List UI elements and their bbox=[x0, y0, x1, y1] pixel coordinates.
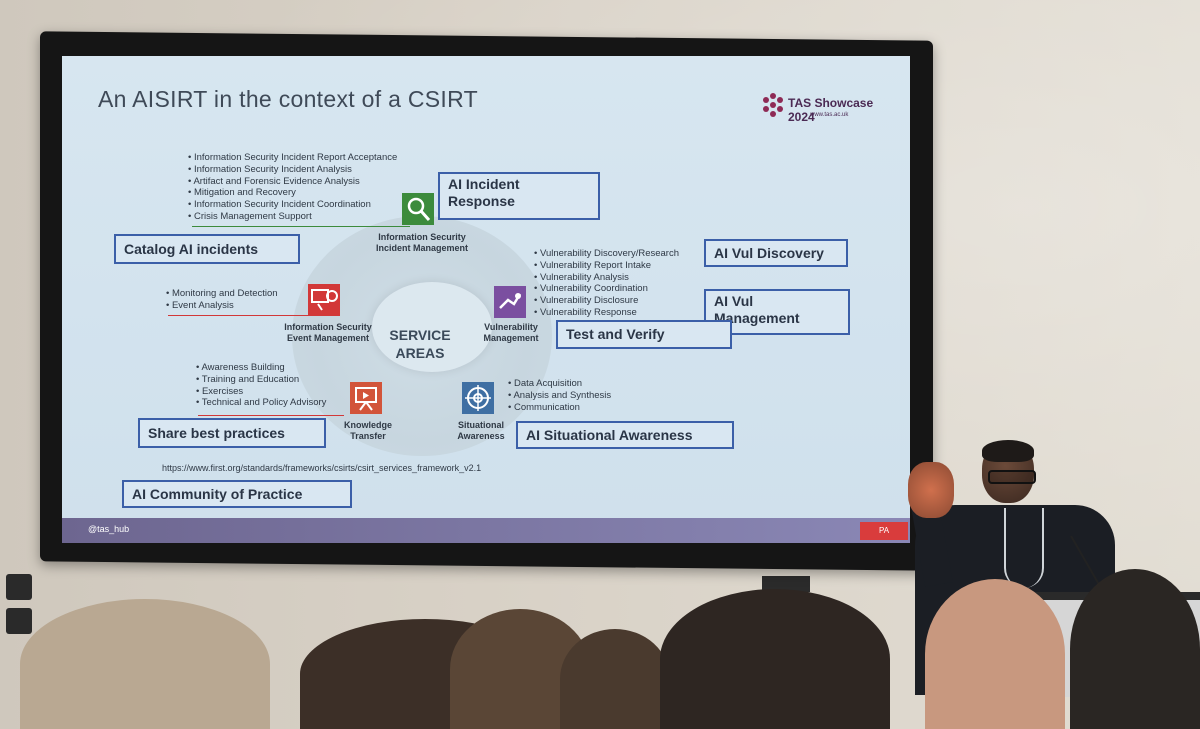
callout-catalog-ai-incidents: Catalog AI incidents bbox=[114, 234, 300, 264]
presentation-slide: An AISIRT in the context of a CSIRT TAS … bbox=[62, 56, 910, 543]
category-line: Information Security bbox=[284, 322, 372, 332]
list-item: Exercises bbox=[196, 386, 326, 398]
wall-socket bbox=[6, 574, 32, 600]
service-areas-label-line: SERVICE bbox=[389, 327, 451, 343]
list-item: Mitigation and Recovery bbox=[188, 187, 397, 199]
audience-head bbox=[660, 589, 890, 729]
category-line: Situational bbox=[457, 420, 504, 430]
audience-head bbox=[925, 579, 1065, 729]
list-item: Analysis and Synthesis bbox=[508, 390, 611, 402]
list-item: Information Security Incident Coordinati… bbox=[188, 199, 397, 211]
list-item: Event Analysis bbox=[166, 300, 278, 312]
incident-underline bbox=[192, 226, 410, 227]
category-line: Event Management bbox=[286, 333, 370, 343]
list-item: Information Security Incident Report Acc… bbox=[188, 152, 397, 164]
event-management-label: Information Security Event Management bbox=[268, 322, 388, 344]
vulnerability-management-list: Vulnerability Discovery/Research Vulnera… bbox=[534, 248, 679, 319]
category-line: Transfer bbox=[350, 431, 386, 441]
presenter-lanyard bbox=[1004, 508, 1044, 588]
callout-share-best-practices: Share best practices bbox=[138, 418, 326, 448]
callout-line: Management bbox=[714, 310, 800, 326]
situational-awareness-list: Data Acquisition Analysis and Synthesis … bbox=[508, 378, 611, 413]
callout-ai-vul-management: AI Vul Management bbox=[704, 289, 850, 335]
knowledge-transfer-list: Awareness Building Training and Educatio… bbox=[196, 362, 326, 409]
slide-footer: @tas_hub PA bbox=[62, 518, 910, 543]
reference-url: https://www.first.org/standards/framewor… bbox=[162, 463, 482, 473]
callout-ai-community-of-practice: AI Community of Practice bbox=[122, 480, 352, 508]
list-item: Technical and Policy Advisory bbox=[196, 397, 327, 409]
logo-text: TAS Showcase 2024 bbox=[788, 96, 874, 124]
presenter-hand bbox=[908, 462, 954, 518]
event-management-list: Monitoring and Detection Event Analysis bbox=[166, 288, 278, 312]
callout-line: Response bbox=[448, 193, 515, 209]
callout-line: AI Incident bbox=[448, 176, 520, 192]
magnifier-icon bbox=[402, 193, 434, 225]
knowledge-underline bbox=[198, 415, 344, 416]
audience-head bbox=[560, 629, 670, 729]
list-item: Vulnerability Coordination bbox=[534, 283, 679, 295]
list-item: Vulnerability Disclosure bbox=[534, 295, 679, 307]
tas-logo: TAS Showcase 2024 www.tas.ac.uk bbox=[760, 90, 890, 126]
list-item: Crisis Management Support bbox=[188, 211, 397, 223]
incident-management-label: Information Security Incident Management bbox=[362, 232, 482, 254]
category-line: Knowledge bbox=[343, 420, 392, 430]
audience-head bbox=[20, 599, 270, 729]
list-item: Vulnerability Analysis bbox=[534, 272, 679, 284]
callout-test-and-verify: Test and Verify bbox=[556, 320, 732, 349]
list-item: Monitoring and Detection bbox=[166, 288, 278, 300]
event-underline bbox=[168, 315, 312, 316]
logo-dots-icon bbox=[763, 93, 783, 117]
callout-ai-vul-discovery: AI Vul Discovery bbox=[704, 239, 848, 267]
monitor-alert-icon bbox=[308, 284, 340, 316]
incident-management-list: Information Security Incident Report Acc… bbox=[188, 152, 397, 223]
knowledge-transfer-label: Knowledge Transfer bbox=[330, 420, 406, 442]
callout-line: AI Vul bbox=[714, 293, 754, 309]
service-areas-label-line: AREAS bbox=[395, 345, 445, 361]
wall-plate bbox=[762, 576, 810, 592]
service-areas-label: SERVICE AREAS bbox=[380, 326, 460, 362]
presenter-hair bbox=[982, 440, 1034, 462]
vulnerability-management-label: Vulnerability Management bbox=[470, 322, 552, 344]
presenter-glasses bbox=[988, 470, 1036, 484]
bug-bird-icon bbox=[494, 286, 526, 318]
list-item: Vulnerability Response bbox=[534, 307, 679, 319]
situational-awareness-label: Situational Awareness bbox=[444, 420, 518, 442]
callout-ai-situational-awareness: AI Situational Awareness bbox=[516, 421, 734, 449]
list-item: Awareness Building bbox=[196, 362, 326, 374]
crosshair-icon bbox=[462, 382, 494, 414]
audience-head bbox=[1070, 569, 1200, 729]
list-item: Vulnerability Report Intake bbox=[534, 260, 679, 272]
list-item: Communication bbox=[508, 402, 611, 414]
logo-url: www.tas.ac.uk bbox=[810, 112, 849, 118]
list-item: Artifact and Forensic Evidence Analysis bbox=[188, 176, 397, 188]
list-item: Information Security Incident Analysis bbox=[188, 164, 397, 176]
list-item: Vulnerability Discovery/Research bbox=[534, 248, 679, 260]
category-line: Awareness bbox=[457, 431, 505, 441]
presentation-board-icon bbox=[350, 382, 382, 414]
list-item: Training and Education bbox=[196, 374, 326, 386]
category-line: Management bbox=[483, 333, 539, 343]
slide-title: An AISIRT in the context of a CSIRT bbox=[98, 86, 478, 112]
callout-ai-incident-response: AI Incident Response bbox=[438, 172, 600, 220]
list-item: Data Acquisition bbox=[508, 378, 611, 390]
wall-socket bbox=[6, 608, 32, 634]
service-areas-center bbox=[372, 282, 492, 372]
category-line: Information Security bbox=[378, 232, 466, 242]
category-line: Vulnerability bbox=[484, 322, 538, 332]
footer-page-badge: PA bbox=[860, 522, 908, 540]
category-line: Incident Management bbox=[375, 243, 468, 253]
footer-handle: @tas_hub bbox=[88, 524, 130, 534]
